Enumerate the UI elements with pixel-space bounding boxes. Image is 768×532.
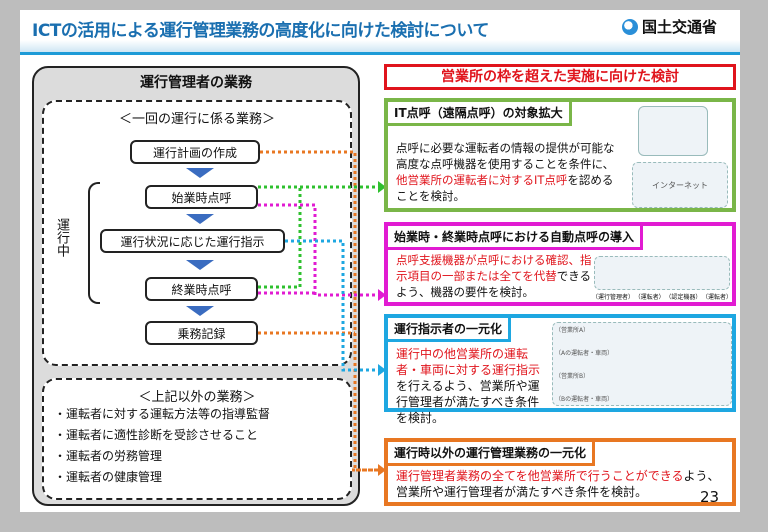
in-operation-label: 運行中 [54,218,69,257]
card-text: 点呼に必要な運転者の情報の提供が可能な高度な点呼機器を使用することを条件に、他営… [396,140,616,204]
arrowhead-icon [378,364,386,376]
down-arrow-icon [186,214,214,224]
image-label: インターネット [652,180,708,190]
card-title: 始業時・終業時点呼における自動点呼の導入 [388,226,644,250]
connector-magenta [258,203,378,297]
manager-tasks-heading: 運行管理者の業務 [140,75,252,91]
arrowhead-icon [378,289,386,301]
ministry-logo: 国土交通省 [622,16,717,37]
step-pre-work-rollcall: 始業時点呼 [145,185,258,209]
image-label: （Bの運転者・車両） [555,396,614,403]
right-heading: 営業所の枠を超えた実施に向けた検討 [384,64,736,90]
text-highlight: 運行中の他営業所の運転者・車両に対する運行指示 [396,347,541,377]
card-auto-rollcall: 始業時・終業時点呼における自動点呼の導入 点呼支援機器が点呼における確認、指示項… [384,222,736,306]
logo-text: 国土交通省 [642,18,718,36]
dispatcher-illustration: （営業所A） （Aの運転者・車両） （営業所B） （Bの運転者・車両） [552,322,732,406]
page-number: 23 [700,488,720,506]
text-highlight: 運行管理者業務の全てを他営業所で行うことができる [396,469,684,483]
image-label: （営業所A） [555,327,590,334]
in-operation-bracket [88,182,100,304]
text-part: 点呼に必要な運転者の情報の提供が可能な高度な点呼機器を使用することを条件に、 [396,141,615,171]
card-title: 運行時以外の運行管理業務の一元化 [388,442,596,466]
down-arrow-icon [186,260,214,270]
monitor-illustration [638,106,708,156]
arrowhead-icon [378,181,386,193]
text-part: を認めることを検討。 [396,173,614,203]
image-label: （Aの運転者・車両） [555,350,614,357]
title-band [20,40,740,52]
page-title: ICTの活用による運行管理業務の高度化に向けた検討について [32,21,489,41]
list-item: ・運転者の健康管理 [54,470,163,484]
other-tasks-list: ・運転者に対する運転方法等の指導監督 ・運転者に適性診断を受診させること ・運転… [54,404,270,488]
it-rollcall-illustration: インターネット [632,162,728,208]
text-part: よう、営業所や運行管理者が満たすべき条件を検討。 [396,469,720,499]
arrowhead-icon [378,464,386,476]
step-operation-instruction: 運行状況に応じた運行指示 [100,229,285,253]
list-item: ・運転者に対する運転方法等の指導監督 [54,407,271,421]
step-post-work-rollcall: 終業時点呼 [145,277,258,301]
image-label: （営業所B） [555,373,590,380]
title-rule [20,52,740,55]
step-duty-record: 乗務記録 [145,321,258,345]
card-non-operation-unification: 運行時以外の運行管理業務の一元化 運行管理者業務の全てを他営業所で行うことができ… [384,438,736,506]
image-label: （運行管理者） [592,294,635,301]
text-part: を行えるよう、営業所や運行管理者が満たすべき条件を検討。 [396,379,540,425]
down-arrow-icon [186,306,214,316]
image-label: （運転者） [701,294,732,301]
card-it-rollcall: IT点呼（遠隔点呼）の対象拡大 点呼に必要な運転者の情報の提供が可能な高度な点呼… [384,98,736,212]
other-tasks-group [42,378,352,500]
logo-icon [622,18,638,35]
image-label: （認定機器） [665,294,702,301]
step-operation-plan: 運行計画の作成 [130,140,260,164]
card-title: IT点呼（遠隔点呼）の対象拡大 [388,102,572,126]
connector-blue [285,239,378,372]
card-text: 運行管理者業務の全てを他営業所で行うことができるよう、営業所や運行管理者が満たす… [396,468,726,500]
text-highlight: 他営業所の運転者に対するIT点呼 [396,173,568,187]
card-text: 点呼支援機器が点呼における確認、指示項目の一部または全てを代替できるよう、機器の… [396,252,596,300]
connector-green [258,187,302,289]
connector-orange [260,150,378,472]
auto-rollcall-illustration [594,256,730,290]
text-highlight: 点呼支援機器が点呼における確認、指示項目の一部または全てを代替 [396,253,592,283]
card-title: 運行指示者の一元化 [388,318,512,342]
auto-rollcall-labels: （運行管理者）（運転者）（認定機器）（運転者） [592,292,732,301]
image-label: （運転者） [634,294,665,301]
per-trip-tasks-title: ＜一回の運行に係る業務＞ [118,112,275,127]
list-item: ・運転者に適性診断を受診させること [54,428,259,442]
list-item: ・運転者の労務管理 [54,449,163,463]
card-text: 運行中の他営業所の運転者・車両に対する運行指示を行えるよう、営業所や運行管理者が… [396,346,546,426]
text-part: できるよう、機器の要件を検討。 [396,269,592,299]
other-tasks-title: ＜上記以外の業務＞ [138,390,256,405]
card-dispatcher-unification: 運行指示者の一元化 運行中の他営業所の運転者・車両に対する運行指示を行えるよう、… [384,314,736,425]
down-arrow-icon [186,168,214,178]
